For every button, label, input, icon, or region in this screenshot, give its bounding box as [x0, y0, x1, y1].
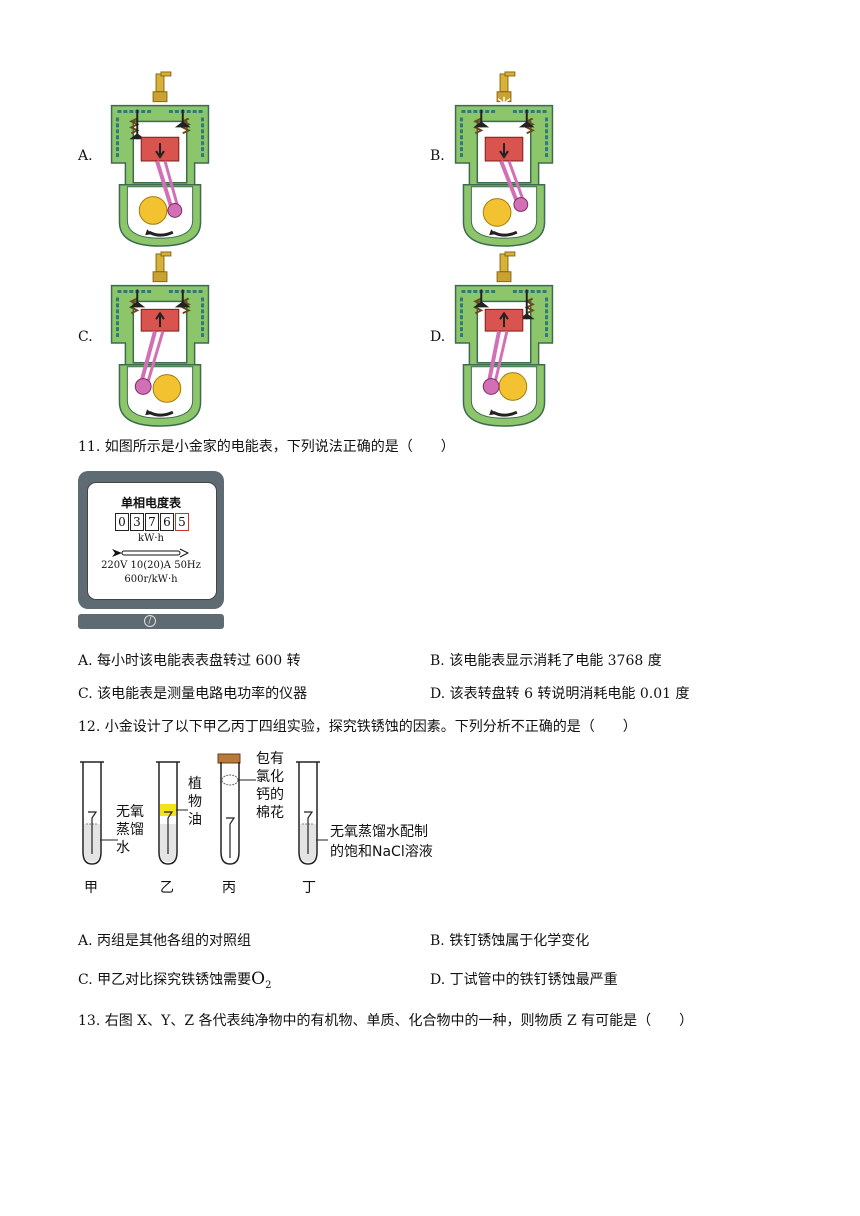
question-12-stem: 12. 小金设计了以下甲乙丙丁四组实验，探究铁锈蚀的因素。下列分析不正确的是（ … [78, 719, 637, 735]
tube-3-label: 丙 [222, 880, 236, 896]
option-a-label: A. [78, 148, 93, 164]
engine-diagram-d [454, 250, 554, 428]
oxygen-formula: O [251, 969, 266, 989]
test-tubes-diagram [80, 753, 328, 865]
option-b-label: B. [430, 148, 445, 164]
engine-diagram-a [110, 70, 210, 248]
option-c-label: C. [78, 329, 93, 345]
q12-option-d[interactable]: D. 丁试管中的铁钉锈蚀最严重 [430, 972, 618, 988]
question-13-stem: 13. 右图 X、Y、Z 各代表纯净物中的有机物、单质、化合物中的一种，则物质 … [78, 1013, 694, 1029]
meter-spec-2: 600r/kW·h [124, 574, 178, 585]
tube-2-note: 植 物 油 [188, 776, 202, 828]
engine-diagram-c [110, 250, 210, 428]
meter-title: 单相电度表 [120, 496, 181, 510]
tube-1-note: 无氧 蒸馏 水 [116, 804, 144, 856]
option-d-label: D. [430, 329, 446, 345]
tube-1-label: 甲 [84, 880, 98, 896]
tube-3-note: 包有 氯化 钙的 棉花 [256, 751, 284, 821]
q11-option-b[interactable]: B. 该电能表显示消耗了电能 3768 度 [430, 653, 662, 669]
meter-digit: 6 [160, 513, 174, 531]
engine-diagram-b [454, 70, 554, 248]
q12-option-c[interactable]: C. 甲乙对比探究铁锈蚀需要O2 [78, 969, 272, 991]
meter-digit: 3 [130, 513, 144, 531]
tube-4-label: 丁 [302, 880, 316, 896]
meter-digit: 0 [115, 513, 129, 531]
electric-meter: / 单相电度表 0 3 7 6 5 kW·h 220V 10(20)A 50Hz… [78, 471, 224, 629]
q12-option-a[interactable]: A. 丙组是其他各组的对照组 [78, 933, 252, 949]
q11-option-d[interactable]: D. 该表转盘转 6 转说明消耗电能 0.01 度 [430, 686, 690, 702]
meter-digit-display: 0 3 7 6 5 [115, 513, 189, 531]
meter-digit: 7 [145, 513, 159, 531]
tube-2-label: 乙 [160, 880, 174, 896]
question-11-stem: 11. 如图所示是小金家的电能表，下列说法正确的是（ ） [78, 439, 455, 455]
meter-spec-1: 220V 10(20)A 50Hz [101, 560, 201, 571]
q11-option-c[interactable]: C. 该电能表是测量电路电功率的仪器 [78, 686, 308, 702]
meter-knob-icon: / [144, 615, 156, 627]
meter-unit: kW·h [138, 533, 164, 544]
tube-4-note: 无氧蒸馏水配制 的饱和NaCl溶液 [330, 824, 433, 860]
q11-option-a[interactable]: A. 每小时该电能表表盘转过 600 转 [78, 653, 301, 669]
q12-option-b[interactable]: B. 铁钉锈蚀属于化学变化 [430, 933, 590, 949]
meter-digit-decimal: 5 [175, 513, 189, 531]
meter-rotation-arrow-icon [112, 548, 190, 558]
